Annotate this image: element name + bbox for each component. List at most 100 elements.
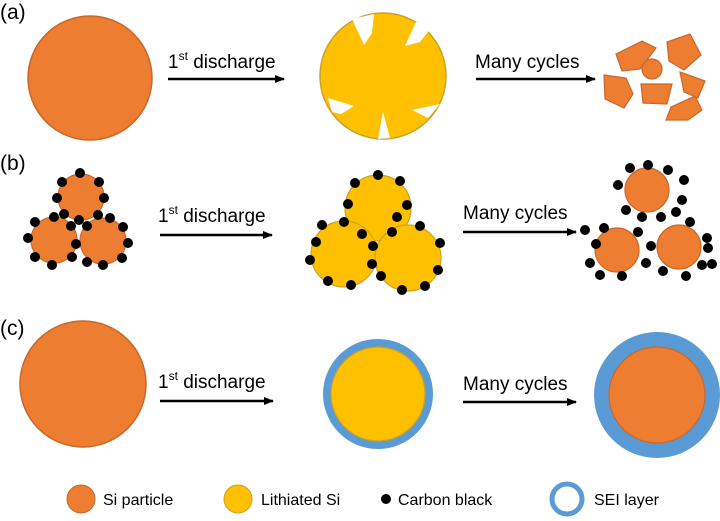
legend-item-sei-layer: SEI layer <box>549 481 660 517</box>
carbon-black-particle <box>118 222 128 232</box>
carbon-black-particle <box>395 176 405 186</box>
carbon-black-particle <box>350 178 360 188</box>
lithiated-carbon-cluster <box>305 170 445 295</box>
crack <box>405 22 431 46</box>
carbon-black-particle <box>305 255 315 265</box>
si-particle <box>594 227 640 273</box>
sei-layer-icon <box>549 481 585 517</box>
carbon-black-particle <box>82 257 92 267</box>
carbon-black-group <box>305 170 445 295</box>
crack <box>378 112 390 139</box>
carbon-black-particle <box>613 180 623 190</box>
panel-a: (a) 1st discharge Many cycles <box>0 1 706 141</box>
carbon-black-particle <box>311 237 321 247</box>
carbon-black-particle <box>397 285 407 295</box>
carbon-black-particle <box>646 241 656 251</box>
carbon-black-particle <box>59 209 69 219</box>
carbon-black-particle <box>94 177 104 187</box>
si-particle <box>608 346 706 444</box>
fragment <box>641 58 663 80</box>
carbon-black-particle <box>643 160 653 170</box>
lithiated-si-particle <box>330 346 426 442</box>
carbon-black-particle <box>387 227 397 237</box>
panel-a-label: (a) <box>0 1 26 24</box>
si-with-thick-sei <box>594 332 720 458</box>
carbon-black-particle <box>707 259 717 269</box>
legend-item-lithiated-si: Lithiated Si <box>223 484 340 514</box>
fragment <box>679 71 706 99</box>
carbon-black-particle <box>343 199 353 209</box>
step-label-first-discharge: 1st discharge <box>158 369 266 393</box>
step-label-first-discharge: 1st discharge <box>168 49 276 73</box>
si-particle-icon <box>66 484 96 514</box>
carbon-black-particle <box>433 265 443 275</box>
legend-label: Lithiated Si <box>261 492 340 509</box>
fragment <box>666 33 702 71</box>
crack <box>328 98 354 114</box>
step-label-many-cycles: Many cycles <box>463 203 568 224</box>
carbon-black-particle <box>633 227 643 237</box>
carbon-black-particle <box>317 220 327 230</box>
carbon-black-particle <box>702 233 712 243</box>
pulverized-si-fragments <box>603 33 706 121</box>
lithiated-si-icon <box>223 484 253 514</box>
carbon-black-particle <box>74 215 84 225</box>
crack <box>352 14 374 45</box>
carbon-black-particle <box>580 225 590 235</box>
carbon-black-particle <box>671 207 681 217</box>
carbon-black-particle <box>595 270 605 280</box>
si-particle <box>656 224 702 270</box>
si-particle <box>27 15 153 141</box>
legend-item-si-particle: Si particle <box>66 484 173 514</box>
carbon-black-particle <box>376 271 386 281</box>
carbon-black-group <box>23 168 133 270</box>
carbon-black-particle <box>402 200 412 210</box>
carbon-black-particle <box>49 212 59 222</box>
carbon-black-particle <box>697 260 707 270</box>
carbon-black-particle <box>117 253 127 263</box>
carbon-black-particle <box>663 165 673 175</box>
carbon-black-particle <box>30 252 40 262</box>
lithiated-si-particle <box>374 224 442 292</box>
carbon-black-particle <box>373 170 383 180</box>
legend-label: SEI layer <box>594 492 660 509</box>
carbon-black-particle <box>346 280 356 290</box>
carbon-black-particle <box>123 238 133 248</box>
carbon-black-particle <box>658 266 668 276</box>
legend-label: Si particle <box>103 492 173 509</box>
carbon-black-particle <box>23 233 33 243</box>
carbon-black-particle <box>656 212 666 222</box>
carbon-black-particle <box>677 195 687 205</box>
fragment <box>665 95 703 121</box>
fragment <box>640 83 673 105</box>
panel-b-label: (b) <box>0 152 26 175</box>
carbon-black-particle <box>98 260 108 270</box>
legend: Si particle Lithiated Si Carbon black SE… <box>66 481 660 517</box>
carbon-black-particle <box>599 223 609 233</box>
carbon-black-particle <box>435 238 445 248</box>
carbon-black-particle <box>591 239 601 249</box>
legend-label: Carbon black <box>398 492 493 509</box>
carbon-black-particle <box>75 168 85 178</box>
lithiated-si-particle <box>310 220 378 288</box>
carbon-black-particle <box>585 258 595 268</box>
carbon-black-particle <box>679 175 689 185</box>
carbon-black-particle <box>57 177 67 187</box>
carbon-black-particle <box>681 271 691 281</box>
carbon-black-particle <box>339 217 349 227</box>
fragment <box>603 74 634 109</box>
separated-si-carbon-cluster <box>580 160 717 281</box>
step-label-many-cycles: Many cycles <box>463 374 568 395</box>
carbon-black-particle <box>323 276 333 286</box>
si-carbon-cluster <box>23 168 133 270</box>
carbon-black-particle <box>99 193 109 203</box>
carbon-black-icon <box>381 494 391 504</box>
cracked-lithiated-si-particle <box>319 12 447 140</box>
carbon-black-particle <box>66 221 76 231</box>
carbon-black-particle <box>93 210 103 220</box>
carbon-black-particle <box>30 217 40 227</box>
si-particle <box>624 167 670 213</box>
carbon-black-particle <box>357 229 367 239</box>
fragment <box>615 40 657 72</box>
